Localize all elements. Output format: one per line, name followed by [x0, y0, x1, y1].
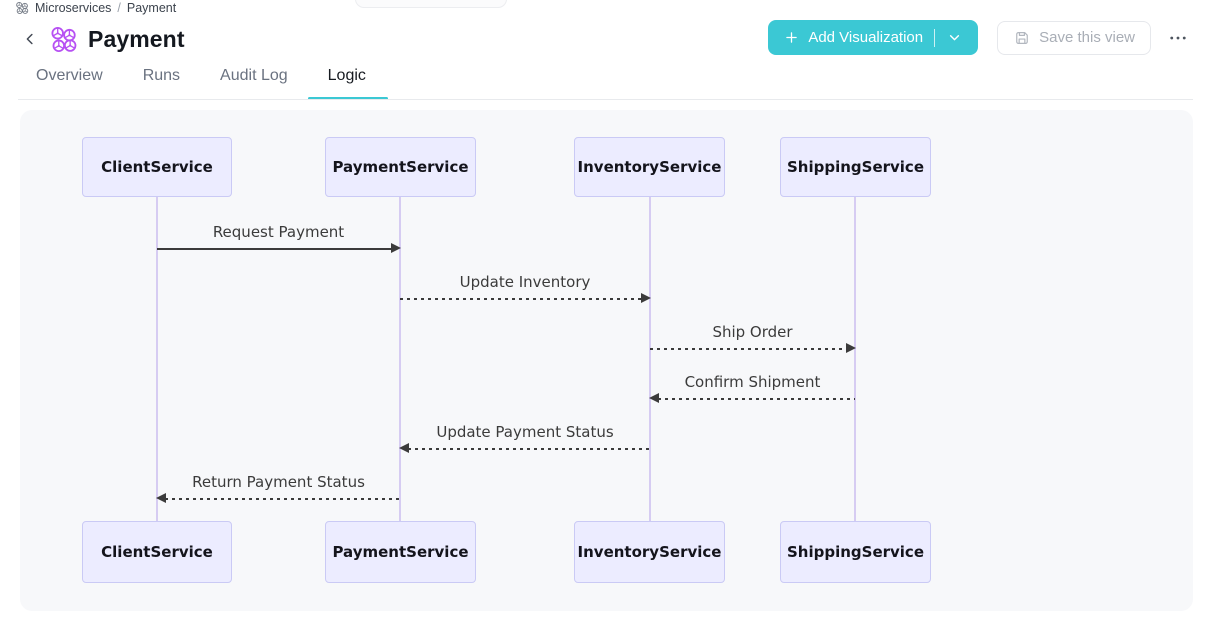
- tab-bar: Overview Runs Audit Log Logic: [35, 63, 367, 100]
- participant-box: ClientService: [82, 521, 232, 583]
- message-line: [658, 398, 855, 400]
- breadcrumb: Microservices / Payment: [15, 1, 176, 15]
- arrowhead-icon: [641, 293, 651, 303]
- participant-box: ClientService: [82, 137, 232, 197]
- participant-box: PaymentService: [325, 521, 476, 583]
- back-button[interactable]: [18, 27, 42, 51]
- arrowhead-icon: [399, 443, 409, 453]
- arrowhead-icon: [391, 243, 401, 253]
- save-view-label: Save this view: [1039, 29, 1135, 46]
- lifeline-shippingservice: [854, 197, 856, 521]
- arrowhead-icon: [156, 493, 166, 503]
- title-row: Payment: [18, 21, 185, 57]
- message-label: Update Inventory: [460, 273, 591, 291]
- save-view-button[interactable]: Save this view: [997, 21, 1151, 55]
- breadcrumb-app[interactable]: Microservices: [35, 1, 111, 15]
- message-line: [650, 348, 847, 350]
- message-line: [400, 298, 642, 300]
- plus-icon: [783, 29, 800, 46]
- tab-logic[interactable]: Logic: [327, 63, 367, 100]
- breadcrumb-separator: /: [117, 1, 120, 15]
- message-label: Update Payment Status: [436, 423, 613, 441]
- message-label: Ship Order: [712, 323, 792, 341]
- page-title: Payment: [88, 26, 185, 53]
- chevron-left-icon: [21, 30, 39, 48]
- ellipsis-icon: [1168, 28, 1188, 48]
- participant-box: ShippingService: [780, 137, 931, 197]
- arrowhead-icon: [846, 343, 856, 353]
- tabs-divider: [18, 99, 1193, 100]
- tab-audit-log[interactable]: Audit Log: [219, 63, 289, 100]
- breadcrumb-current: Payment: [127, 1, 176, 15]
- header-actions: Add Visualization Save this view: [768, 20, 1192, 55]
- tab-overview[interactable]: Overview: [35, 63, 104, 100]
- message-line: [408, 448, 650, 450]
- lifeline-inventoryservice: [649, 197, 651, 521]
- participant-box: PaymentService: [325, 137, 476, 197]
- participant-box: InventoryService: [574, 521, 725, 583]
- message-label: Confirm Shipment: [685, 373, 821, 391]
- add-visualization-label: Add Visualization: [808, 29, 923, 46]
- cluster-icon: [15, 1, 29, 15]
- add-visualization-button[interactable]: Add Visualization: [768, 20, 978, 55]
- floppy-disk-icon: [1013, 29, 1031, 47]
- message-line: [165, 498, 400, 500]
- top-overlay-remnant: [355, 0, 507, 8]
- message-label: Request Payment: [213, 223, 344, 241]
- arrowhead-icon: [649, 393, 659, 403]
- cluster-icon: [49, 25, 78, 54]
- tab-runs[interactable]: Runs: [142, 63, 181, 100]
- message-line: [157, 248, 392, 250]
- message-label: Return Payment Status: [192, 473, 365, 491]
- participant-box: ShippingService: [780, 521, 931, 583]
- more-options-button[interactable]: [1164, 24, 1192, 52]
- participant-box: InventoryService: [574, 137, 725, 197]
- button-divider: [934, 29, 935, 47]
- sequence-diagram-panel: ClientService PaymentService InventorySe…: [20, 110, 1193, 611]
- lifeline-clientservice: [156, 197, 158, 521]
- chevron-down-icon[interactable]: [946, 29, 963, 46]
